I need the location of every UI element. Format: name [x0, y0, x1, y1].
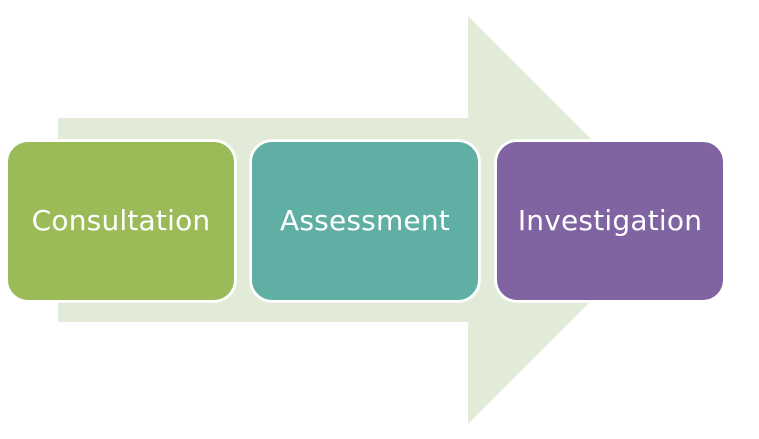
- step-investigation: Investigation: [495, 140, 725, 302]
- step-label-investigation: Investigation: [517, 203, 703, 237]
- step-label-assessment: Assessment: [280, 203, 450, 237]
- step-consultation: Consultation: [6, 140, 236, 302]
- step-assessment: Assessment: [250, 140, 480, 302]
- step-label-consultation: Consultation: [31, 203, 211, 237]
